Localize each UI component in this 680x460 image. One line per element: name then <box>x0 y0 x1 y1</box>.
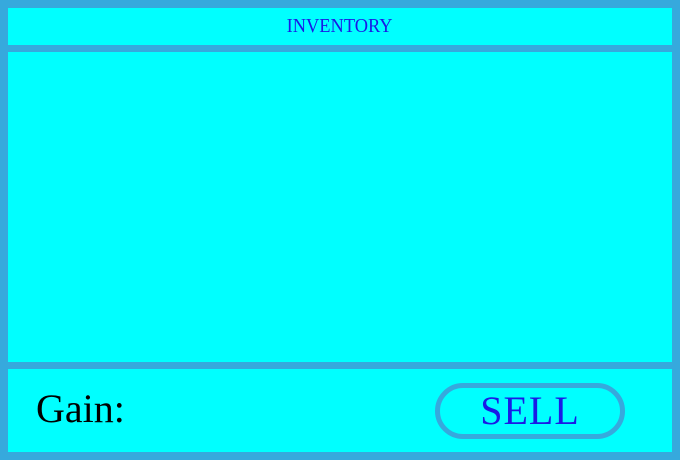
sell-button-label: SELL <box>480 388 580 433</box>
inventory-title: INVENTORY <box>287 15 393 37</box>
inventory-header: INVENTORY <box>8 8 672 45</box>
inventory-items-area[interactable] <box>8 52 672 362</box>
gain-label: Gain: <box>36 386 125 431</box>
sell-button[interactable]: SELL <box>435 383 625 439</box>
inventory-footer: Gain: SELL <box>8 369 672 452</box>
